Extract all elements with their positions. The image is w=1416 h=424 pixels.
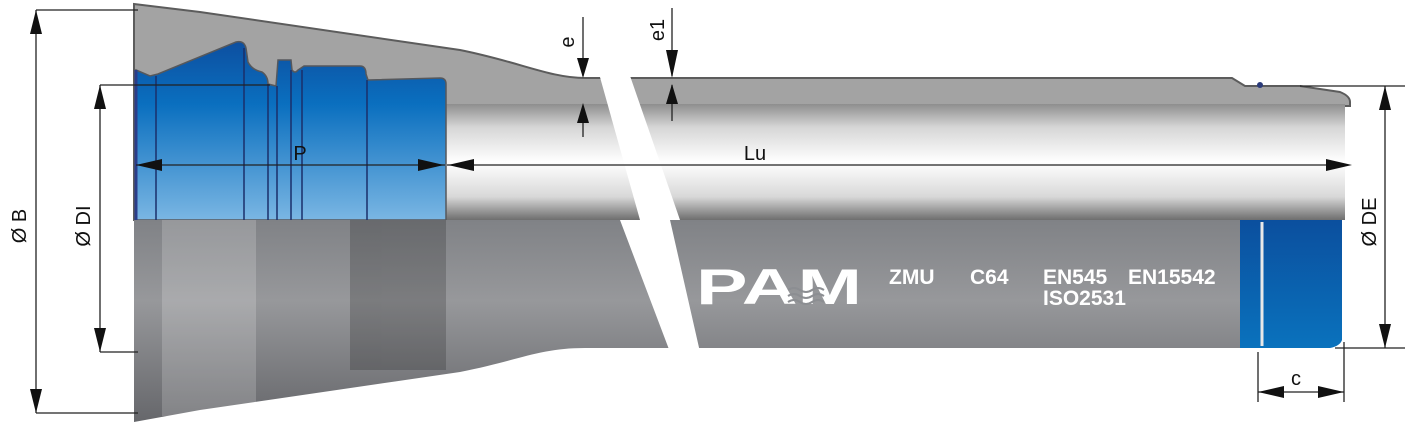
dimension-arrows bbox=[30, 10, 1391, 413]
marking-product: ZMU bbox=[889, 266, 935, 289]
logo-waves-icon bbox=[787, 287, 825, 305]
spigot-bead bbox=[1257, 82, 1263, 88]
dimension-lines bbox=[35, 8, 1405, 414]
label-thickness-e1: e1 bbox=[647, 19, 669, 41]
break-cut bbox=[598, 70, 700, 352]
pipe-bore bbox=[445, 104, 1345, 220]
label-diameter-di: Ø DI bbox=[73, 205, 95, 246]
label-socket-depth-p: P bbox=[293, 143, 306, 165]
spigot-coating bbox=[1240, 220, 1342, 348]
label-diameter-de: Ø DE bbox=[1359, 198, 1381, 247]
marking-class: C64 bbox=[970, 266, 1009, 289]
pam-logo: PAM bbox=[696, 259, 862, 315]
gasket-lines bbox=[134, 48, 368, 220]
label-useful-length-lu: Lu bbox=[744, 143, 766, 165]
marking-standard-1: EN545 bbox=[1043, 266, 1108, 289]
marking-standard-3: ISO2531 bbox=[1043, 287, 1126, 310]
label-diameter-b: Ø B bbox=[9, 209, 31, 243]
label-length-c: c bbox=[1291, 368, 1301, 390]
label-thickness-e: e bbox=[557, 36, 579, 47]
marking-standard-2: EN15542 bbox=[1128, 266, 1216, 289]
exterior-bands bbox=[162, 220, 446, 416]
